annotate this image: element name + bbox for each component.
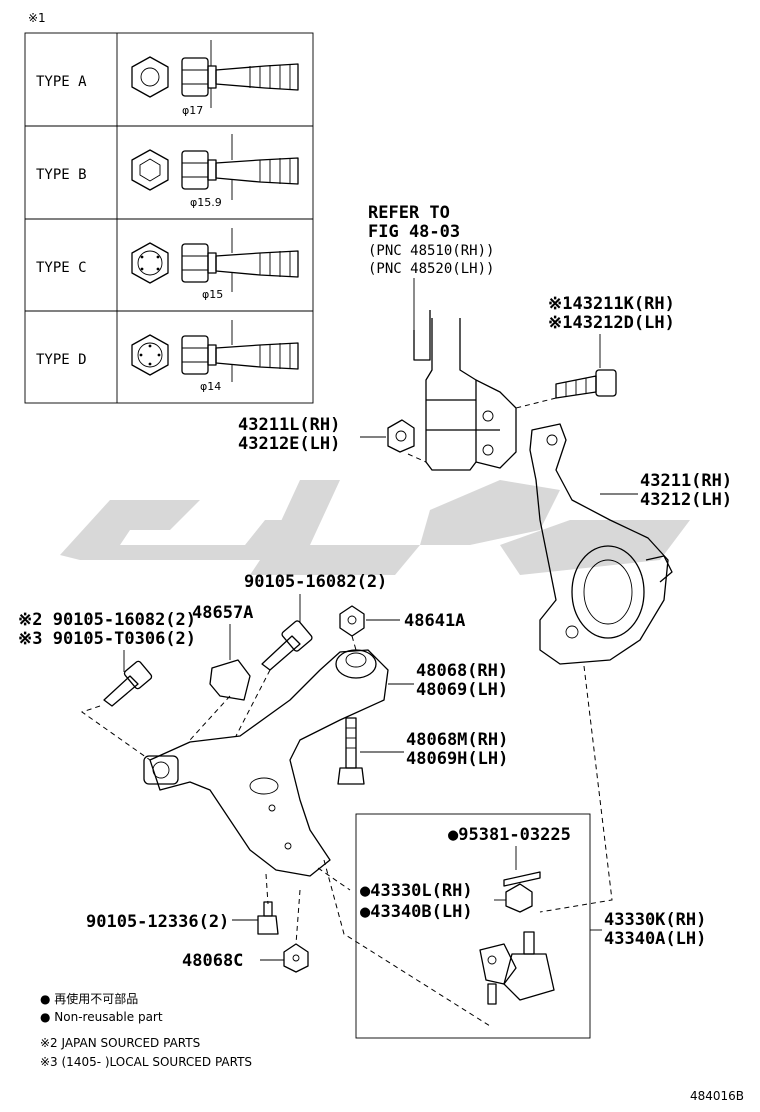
svg-text:48641A: 48641A [404,611,465,631]
lower-control-arm-icon: 48068(RH) 48069(LH) [143,649,508,877]
svg-text:※3 90105-T0306(2): ※3 90105-T0306(2) [18,629,196,649]
type-d-label: TYPE D [36,352,87,368]
svg-text:※143212D(LH): ※143212D(LH) [548,313,675,333]
svg-text:48069H(LH): 48069H(LH) [406,749,508,769]
svg-text:43212E(LH): 43212E(LH) [238,434,340,454]
lower-bolt-icon: 90105-12336(2) [86,901,279,935]
legend-note2: ※2 JAPAN SOURCED PARTS [40,1036,200,1050]
ball-joint-box: ●95381-03225 ●43330L(RH) ●43340B(LH) [355,813,591,1039]
legend-jp: ● 再使用不可部品 [40,991,138,1006]
type-a-label: TYPE A [36,74,87,90]
ball-joint-rh-label: 43330K(RH) [604,910,706,930]
svg-text:48068(RH): 48068(RH) [416,661,508,681]
hub-bolt-b-icon [131,134,299,200]
type-b-label: TYPE B [36,167,87,183]
hub-bolt-c-icon [131,228,299,292]
figure-id: 484016B [690,1089,744,1103]
svg-text:FIG 48-03: FIG 48-03 [368,222,460,242]
type-a-diameter: φ17 [182,104,203,117]
svg-text:REFER TO: REFER TO [368,203,450,223]
type-c-label: TYPE C [36,260,87,276]
sourced-bolts: ※2 90105-16082(2) ※3 90105-T0306(2) 4865… [18,603,253,707]
svg-text:48068C: 48068C [182,951,243,971]
castle-nut-rh-label: ●43330L(RH) [360,881,473,901]
svg-text:(PNC 48520(LH)): (PNC 48520(LH)) [368,261,494,277]
svg-text:※2 90105-16082(2): ※2 90105-16082(2) [18,610,196,630]
legend: ● 再使用不可部品 ● Non-reusable part ※2 JAPAN S… [40,991,252,1069]
svg-text:48069(LH): 48069(LH) [416,680,508,700]
strut-bracket-icon [413,310,517,471]
cotter-pin-label: ●95381-03225 [448,825,571,845]
svg-text:※143211K(RH): ※143211K(RH) [548,294,675,314]
svg-text:43211(RH): 43211(RH) [640,471,732,491]
type-table: ※1 TYPE A φ17 TYPE B [24,11,314,404]
bushing-nut-icon: 48641A [339,605,465,637]
note-marker: ※1 [28,11,46,25]
castle-nut-icon [505,883,533,913]
hub-bolt-d-icon [131,320,299,382]
legend-note3: ※3 (1405- )LOCAL SOURCED PARTS [40,1055,252,1069]
knuckle-nut-icon: 43211L(RH) 43212E(LH) [238,415,415,454]
ball-joint-lh-label: 43340A(LH) [604,929,706,949]
svg-text:43212(LH): 43212(LH) [640,490,732,510]
type-d-diameter: φ14 [200,380,221,393]
svg-text:90105-12336(2): 90105-12336(2) [86,912,229,932]
assembly-lines [80,397,613,1027]
svg-text:90105-16082(2): 90105-16082(2) [244,572,387,592]
bracket-label: 48657A [192,603,253,623]
castle-nut-lh-label: ●43340B(LH) [360,902,473,922]
hub-bolt-a-icon [131,40,299,108]
ball-joint-icon [479,931,555,1005]
lower-nut-icon: 48068C [182,943,309,973]
cotter-pin-icon [503,871,541,887]
knuckle-bolt-icon: ※143211K(RH) ※143212D(LH) [548,294,675,399]
svg-text:(PNC 48510(RH)): (PNC 48510(RH)) [368,243,494,259]
refer-note: REFER TO FIG 48-03 (PNC 48510(RH)) (PNC … [368,203,494,330]
watermark-logo [60,480,690,575]
svg-text:43211L(RH): 43211L(RH) [238,415,340,435]
steering-knuckle-icon: 43211(RH) 43212(LH) [529,423,732,665]
bracket-bolt-icon: 90105-16082(2) [244,572,387,671]
type-c-diameter: φ15 [202,288,223,301]
legend-en: ● Non-reusable part [40,1010,163,1024]
arm-bolt-icon: 48068M(RH) 48069H(LH) [337,717,508,785]
svg-text:48068M(RH): 48068M(RH) [406,730,508,750]
type-b-diameter: φ15.9 [190,196,222,209]
